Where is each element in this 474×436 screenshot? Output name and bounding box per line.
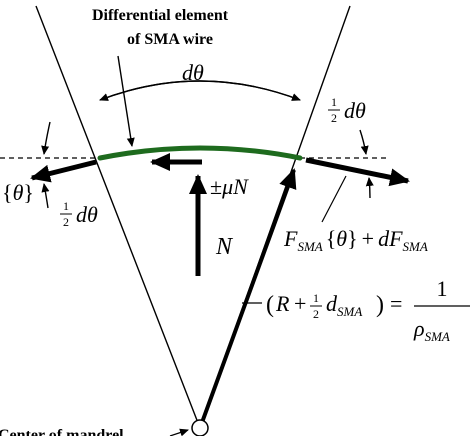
svg-text:R: R (275, 291, 290, 316)
right-half-dtheta-label: 1 2 dθ (328, 95, 366, 125)
right-tension-arrow (305, 157, 410, 187)
dtheta-arc-back (99, 80, 301, 101)
left-angle-arrow-bottom (41, 183, 50, 209)
svg-text:1: 1 (437, 276, 448, 301)
right-angle-arrow-bottom (365, 177, 374, 199)
center-of-mandrel-label: Center of mandrel (0, 427, 124, 436)
svg-text:=: = (390, 291, 402, 316)
svg-text:2: 2 (313, 307, 319, 321)
svg-text:+: + (294, 291, 306, 316)
left-angle-arrow-top (41, 121, 51, 155)
radius-line (198, 168, 297, 429)
svg-text:dθ: dθ (344, 98, 366, 123)
svg-text:(: ( (266, 292, 274, 318)
svg-text:dθ: dθ (76, 202, 98, 227)
right-angle-arrow-top (359, 129, 369, 155)
svg-text:): ) (376, 292, 384, 318)
svg-text:1: 1 (313, 291, 319, 305)
title-pointer-arrow (117, 55, 135, 147)
radius-equation: ( R + 1 2 dSMA ) = 1 ρSMA (266, 276, 470, 344)
left-radial-line (35, 5, 201, 429)
tension-force-label: FSMA{θ}+dFSMA (283, 226, 428, 254)
title-line-2: of SMA wire (127, 31, 213, 48)
title-line-1: Differential element (92, 7, 229, 24)
friction-force-label: ±μN (210, 174, 249, 199)
svg-text:1: 1 (63, 199, 69, 213)
svg-text:1: 1 (331, 95, 337, 109)
left-tension-arrow (30, 159, 97, 183)
force-label-leader (321, 175, 347, 223)
left-theta-brace-label: {θ} (2, 180, 34, 205)
sma-wire-element (97, 145, 303, 161)
svg-text:2: 2 (331, 111, 337, 125)
dtheta-label: dθ (182, 60, 204, 85)
mandrel-center-circle (191, 419, 209, 436)
svg-text:dSMA: dSMA (326, 291, 362, 319)
left-half-dtheta-label: 1 2 dθ (60, 199, 98, 229)
normal-force-label: N (215, 234, 234, 260)
center-label-pointer (169, 428, 189, 436)
svg-text:2: 2 (63, 215, 69, 229)
svg-text:ρSMA: ρSMA (413, 316, 450, 344)
